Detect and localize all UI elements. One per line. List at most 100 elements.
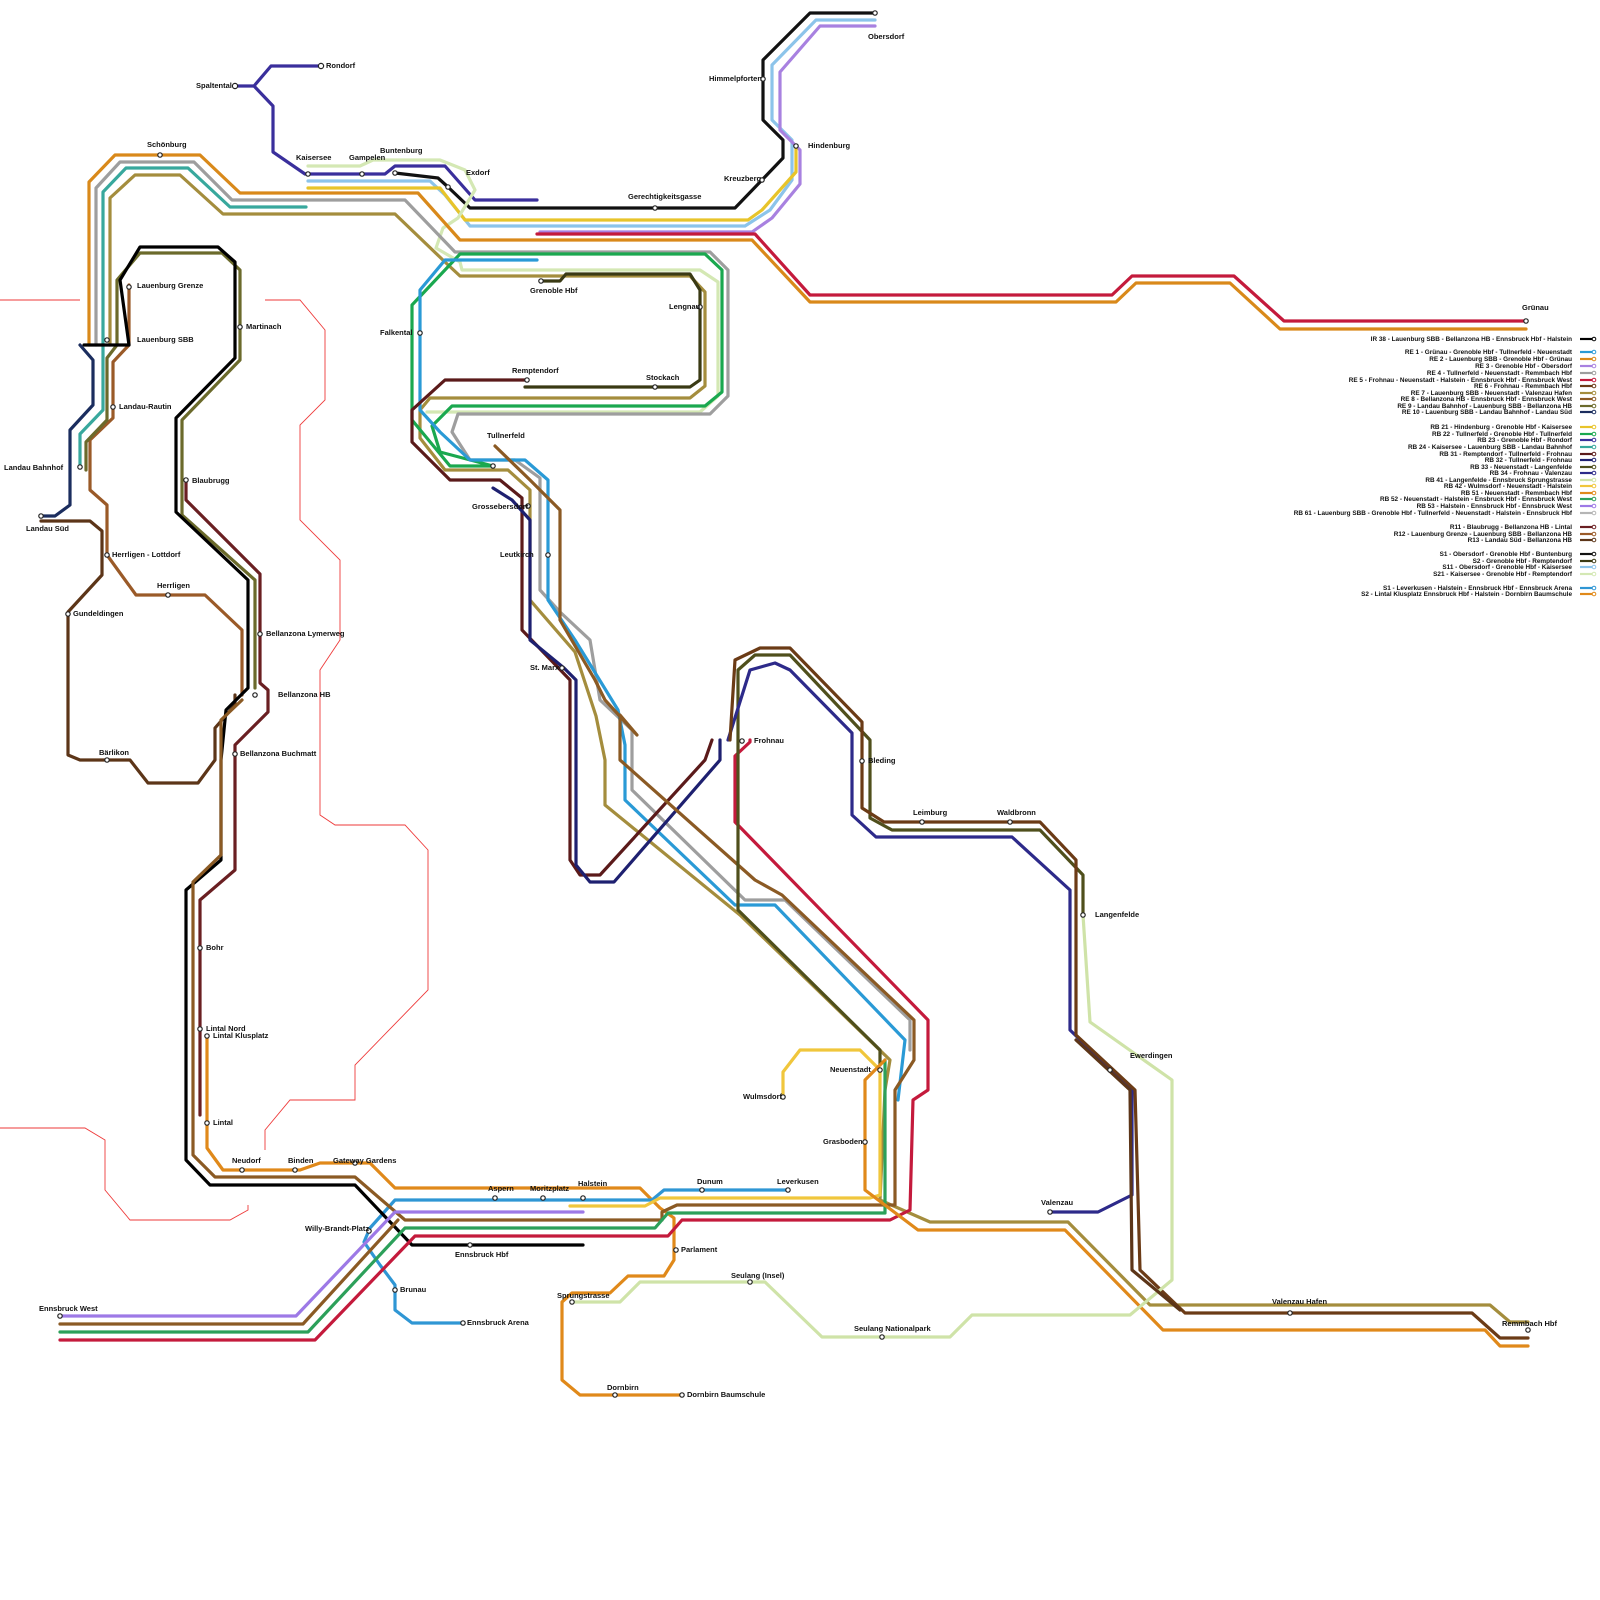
route-s1-local[interactable] — [362, 1188, 790, 1325]
station-marker-sprungstrasse[interactable] — [569, 1299, 575, 1305]
station-marker-landau-rautin[interactable] — [110, 404, 116, 410]
station-marker-seulang-nationalpark[interactable] — [879, 1334, 885, 1340]
station-marker-parlament[interactable] — [673, 1247, 679, 1253]
station-marker-kaisersee[interactable] — [305, 171, 311, 177]
route-rb24[interactable] — [78, 166, 308, 467]
station-marker-spaltental[interactable] — [231, 82, 239, 90]
station-marker-wulmsdorf[interactable] — [780, 1094, 786, 1100]
route-rb32[interactable] — [491, 486, 722, 884]
route-re10[interactable] — [39, 343, 95, 518]
route-re1[interactable] — [418, 258, 907, 1102]
station-marker-hindenburg[interactable] — [793, 143, 799, 149]
route-re2[interactable] — [87, 153, 1528, 347]
station-marker-bleding[interactable] — [859, 758, 865, 764]
station-marker-schoenburg[interactable] — [157, 152, 163, 158]
route-rb34[interactable] — [726, 661, 1134, 1214]
station-marker-tullnerfeld[interactable] — [490, 463, 496, 469]
station-marker-dornbirn[interactable] — [612, 1392, 618, 1398]
station-marker-himmelpforten[interactable] — [760, 76, 766, 82]
route-re8[interactable] — [191, 444, 916, 1222]
route-rb23[interactable] — [234, 64, 539, 202]
route-rb51[interactable] — [863, 1058, 1530, 1348]
station-marker-buntenburg[interactable] — [392, 170, 398, 176]
station-marker-landau-sued[interactable] — [38, 513, 44, 519]
route-s2-local[interactable] — [205, 1034, 684, 1397]
station-marker-lengnau[interactable] — [697, 304, 703, 310]
route-re8-lower[interactable] — [58, 1218, 400, 1326]
station-marker-st-marx[interactable] — [559, 665, 565, 671]
station-marker-gampelen[interactable] — [359, 171, 365, 177]
station-marker-dunum[interactable] — [699, 1187, 705, 1193]
station-marker-exdorf[interactable] — [445, 184, 451, 190]
route-r12[interactable] — [88, 283, 244, 697]
route-r13[interactable] — [39, 519, 237, 785]
station-marker-remptendorf[interactable] — [524, 377, 530, 383]
route-re6[interactable] — [728, 646, 1530, 1340]
station-marker-bellanzona-lymerweg[interactable] — [257, 631, 263, 637]
station-marker-obersdorf[interactable] — [872, 10, 878, 16]
station-marker-ennsbruck-hbf[interactable] — [467, 1242, 473, 1248]
station-marker-falkental[interactable] — [417, 330, 423, 336]
station-marker-blaubrugg[interactable] — [183, 477, 189, 483]
route-rb41[interactable] — [570, 913, 1174, 1339]
station-marker-grossebersdorf[interactable] — [525, 503, 531, 509]
route-re4[interactable] — [94, 160, 912, 1052]
station-marker-ewerdingen[interactable] — [1107, 1067, 1113, 1073]
station-marker-gateway-gardens[interactable] — [352, 1160, 358, 1166]
route-rb52[interactable] — [58, 1058, 887, 1334]
station-marker-lintal-klusplatz[interactable] — [204, 1033, 210, 1039]
station-marker-bellanzona-buchmatt[interactable] — [232, 751, 238, 757]
route-re6-hafen[interactable] — [1074, 1038, 1182, 1312]
station-marker-bellanzona-hb[interactable] — [252, 692, 258, 698]
station-marker-lintal[interactable] — [204, 1120, 210, 1126]
route-rb21[interactable] — [306, 144, 798, 222]
station-marker-neuenstadt[interactable] — [877, 1067, 883, 1073]
route-s2-grenoble[interactable] — [523, 272, 702, 389]
station-marker-brunau[interactable] — [392, 1287, 398, 1293]
station-marker-leutkirch[interactable] — [545, 552, 551, 558]
station-marker-binden[interactable] — [292, 1167, 298, 1173]
route-re9[interactable] — [84, 251, 257, 690]
station-marker-stockach[interactable] — [652, 384, 658, 390]
station-marker-gruenau[interactable] — [1523, 318, 1529, 324]
station-marker-frohnau[interactable] — [739, 738, 745, 744]
station-marker-halstein[interactable] — [580, 1195, 586, 1201]
route-r11[interactable] — [184, 478, 270, 1117]
station-marker-dornbirn-baumschule[interactable] — [679, 1392, 685, 1398]
station-marker-ennsbruck-west[interactable] — [57, 1313, 63, 1319]
route-s1-obersdorf[interactable] — [393, 11, 877, 210]
route-re7[interactable] — [108, 173, 1530, 1324]
station-marker-remmbach-hbf[interactable] — [1525, 1327, 1531, 1333]
station-marker-valenzau-hafen[interactable] — [1287, 1310, 1293, 1316]
station-marker-herrligen[interactable] — [165, 592, 171, 598]
station-marker-gundeldingen[interactable] — [65, 611, 71, 617]
station-marker-seulang-insel[interactable] — [747, 1279, 753, 1285]
station-marker-neudorf[interactable] — [239, 1167, 245, 1173]
station-marker-leverkusen[interactable] — [785, 1187, 791, 1193]
station-marker-martinach[interactable] — [237, 324, 243, 330]
station-marker-ennsbruck-arena[interactable] — [460, 1320, 466, 1326]
station-marker-rondorf[interactable] — [317, 62, 325, 70]
station-marker-lauenburg-sbb[interactable] — [104, 337, 110, 343]
station-marker-bohr[interactable] — [197, 945, 203, 951]
route-rb42[interactable] — [568, 1048, 882, 1208]
route-ir38[interactable] — [82, 245, 585, 1247]
station-marker-grenoble-hbf[interactable] — [538, 278, 544, 284]
station-marker-grasboden[interactable] — [862, 1139, 868, 1145]
station-marker-leimburg[interactable] — [919, 819, 925, 825]
station-marker-lintal-nord[interactable] — [197, 1026, 203, 1032]
route-re3[interactable] — [538, 24, 877, 234]
route-re5[interactable] — [535, 232, 1528, 323]
station-marker-gerechtigkeitsgasse[interactable] — [652, 205, 658, 211]
station-marker-waldbronn[interactable] — [1007, 819, 1013, 825]
route-rb53[interactable] — [58, 1210, 585, 1318]
route-re5-lower[interactable] — [58, 738, 930, 1342]
route-rb31[interactable] — [410, 378, 714, 877]
station-marker-baerlikon[interactable] — [104, 757, 110, 763]
station-marker-landau-bahnhof[interactable] — [77, 464, 83, 470]
station-marker-moritzplatz[interactable] — [540, 1195, 546, 1201]
station-marker-kreuzberg[interactable] — [759, 177, 765, 183]
station-marker-aspern[interactable] — [492, 1195, 498, 1201]
station-marker-herrligen-lottdorf[interactable] — [104, 552, 110, 558]
station-marker-willy-brandt-platz[interactable] — [366, 1228, 372, 1234]
